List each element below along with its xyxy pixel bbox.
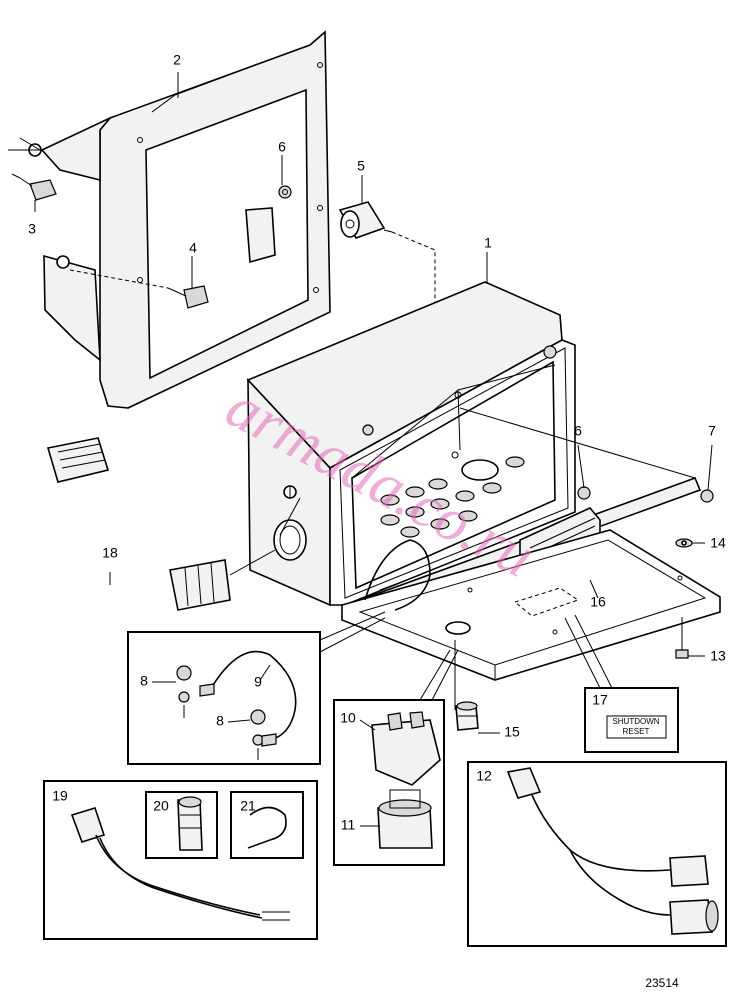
callout-17: 17 [592, 692, 608, 708]
flexible-conduit-18 [14, 437, 276, 611]
callout-12: 12 [476, 768, 492, 784]
detail-label-plate: SHUTDOWN RESET [564, 614, 679, 753]
cable-gland-15 [455, 701, 479, 731]
callout-8-b: 8 [216, 713, 224, 729]
bolt-4 [69, 269, 209, 309]
callout-labels: 1 2 3 4 5 6 6 7 8 8 9 10 11 12 13 14 15 … [28, 52, 726, 833]
detail-cable-12 [467, 761, 727, 947]
detail-switch [333, 649, 459, 866]
plate-text-line2: RESET [623, 727, 650, 736]
callout-16: 16 [590, 594, 606, 610]
washer-14 [675, 538, 693, 548]
figure-number: 23514 [645, 976, 679, 990]
leader-lines [34, 72, 713, 827]
internal-wiring [364, 539, 431, 611]
callout-14: 14 [710, 535, 726, 551]
callout-9: 9 [254, 674, 262, 690]
callout-13: 13 [710, 648, 726, 664]
bolt-3 [11, 173, 57, 201]
mounting-bracket [8, 30, 331, 409]
callout-7: 7 [708, 423, 716, 439]
callout-6-upper: 6 [278, 139, 286, 155]
spacer-5 [317, 201, 436, 445]
callout-8-a: 8 [140, 673, 148, 689]
detail-ground-cable [127, 611, 386, 765]
enclosure-box [246, 281, 576, 607]
callout-21: 21 [240, 798, 256, 814]
callout-3: 3 [28, 221, 36, 237]
callout-5: 5 [357, 158, 365, 174]
callout-10: 10 [340, 710, 356, 726]
plate-text-line1: SHUTDOWN [612, 717, 659, 726]
callout-6-lower: 6 [574, 423, 582, 439]
detail-cable-19 [43, 780, 318, 940]
callout-20: 20 [153, 798, 169, 814]
enclosure-cover [341, 529, 721, 710]
callout-2: 2 [173, 52, 181, 68]
callout-4: 4 [189, 240, 197, 256]
nut-6-upper [278, 185, 292, 199]
callout-18: 18 [102, 545, 118, 561]
callout-11: 11 [341, 817, 356, 833]
callout-1: 1 [484, 235, 492, 251]
screw-13 [675, 617, 689, 659]
knockout-holes [380, 456, 525, 538]
callout-19: 19 [52, 788, 68, 804]
callout-15: 15 [504, 724, 520, 740]
